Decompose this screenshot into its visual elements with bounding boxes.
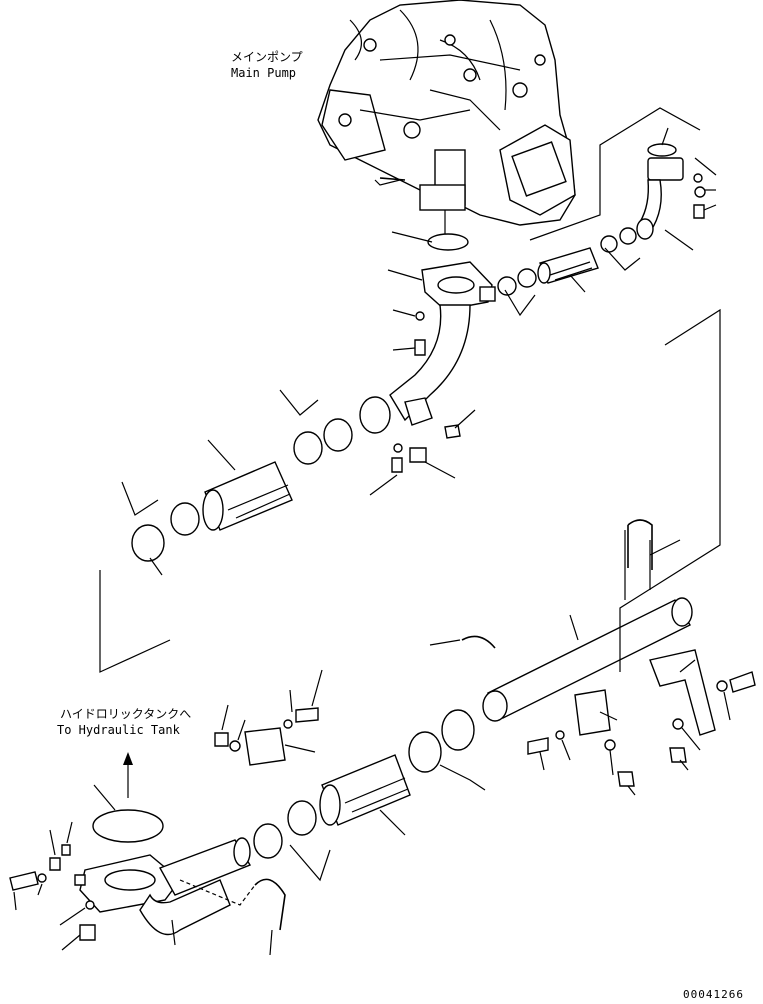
to-tank-arrow bbox=[123, 752, 133, 798]
to-tank-label-en: To Hydraulic Tank bbox=[57, 723, 180, 737]
drawing-number: 00041266 bbox=[683, 988, 744, 1001]
hose-clamps-upper bbox=[131, 418, 353, 576]
leader-lines bbox=[13, 107, 731, 956]
main-pump-illustration bbox=[317, 0, 576, 235]
hose-clamps-lower bbox=[214, 707, 635, 859]
suction-elbow bbox=[359, 233, 496, 473]
pump-outlet-pipe-upper bbox=[497, 143, 706, 296]
to-tank-label-jp: ハイドロリックタンクへ bbox=[60, 707, 192, 721]
main-pump-label-jp: メインポンプ bbox=[231, 50, 303, 64]
tank-outlet-assembly bbox=[9, 809, 286, 941]
long-pipe bbox=[461, 519, 756, 763]
main-pump-label-en: Main Pump bbox=[231, 66, 297, 80]
